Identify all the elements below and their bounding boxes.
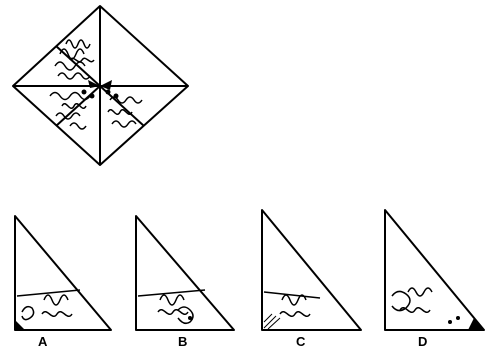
option-b-pattern — [138, 290, 205, 323]
option-c-hatch — [264, 314, 280, 329]
option-b-label[interactable]: B — [178, 335, 187, 348]
option-c-label[interactable]: C — [296, 335, 305, 348]
option-a-figure[interactable] — [15, 216, 111, 330]
option-b-figure[interactable] — [136, 216, 234, 330]
option-d-pattern — [392, 288, 432, 312]
option-b-dot — [188, 316, 192, 320]
option-b-triangle — [136, 216, 234, 330]
pattern-left-quadrant — [50, 93, 90, 130]
option-d-triangle — [385, 210, 484, 330]
option-d-figure[interactable] — [385, 210, 484, 330]
option-d-label[interactable]: D — [418, 335, 427, 348]
pattern-top-quadrant — [55, 40, 94, 79]
fold-line-diagonal-a — [56, 46, 100, 86]
pattern-right-quadrant — [108, 97, 142, 127]
option-a-label[interactable]: A — [38, 335, 47, 348]
option-c-triangle — [262, 210, 361, 330]
folded-figure — [13, 6, 188, 165]
option-a-pattern — [17, 290, 80, 320]
option-d-dots — [448, 316, 460, 324]
option-c-pattern — [264, 292, 320, 316]
option-a-corner-mark — [15, 320, 25, 330]
option-c-figure[interactable] — [262, 210, 361, 330]
